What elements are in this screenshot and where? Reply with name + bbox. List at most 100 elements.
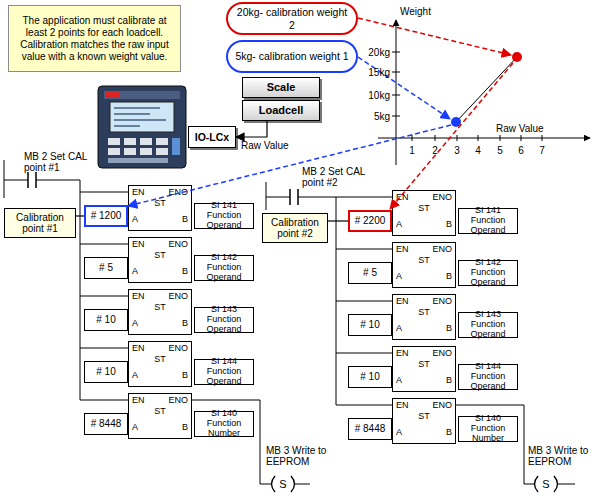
pin-label: A xyxy=(132,423,138,432)
node-text: SI 144 Function Operand xyxy=(197,357,251,387)
destination-box: SI 141 Function Operand xyxy=(194,203,254,229)
plc-key xyxy=(124,148,136,155)
pin-label: ST xyxy=(129,303,191,312)
pin-label: A xyxy=(396,428,402,437)
tick-label: 2 xyxy=(425,145,445,156)
leader-arrow xyxy=(128,125,451,206)
power-rail xyxy=(4,160,5,198)
pin-label: B xyxy=(182,215,188,224)
x-ticks xyxy=(412,135,542,141)
pin-label: A xyxy=(132,267,138,276)
ladder-wire xyxy=(294,484,310,485)
device-box: Loadcell xyxy=(242,100,320,121)
node-text: # 5 xyxy=(363,267,377,279)
destination-box: SI 143 Function Operand xyxy=(458,312,518,338)
pin-label: EN xyxy=(132,344,145,353)
plc-key xyxy=(108,158,168,163)
pin-label: ENO xyxy=(168,292,188,301)
pin-label: EN xyxy=(132,396,145,405)
node-text: SI 143 Function Operand xyxy=(461,310,515,340)
destination-box: SI 140 Function Number xyxy=(458,416,518,442)
power-rail xyxy=(266,182,267,210)
axis-title: Raw Value xyxy=(496,123,556,134)
node-text: SI 144 Function Operand xyxy=(461,362,515,392)
node-text: Scale xyxy=(267,81,296,94)
operand-box: # 10 xyxy=(348,366,392,388)
function-block: ENENOSTAB xyxy=(392,346,456,392)
node-text: SI 141 Function Operand xyxy=(197,201,251,231)
destination-box: SI 142 Function Operand xyxy=(458,260,518,286)
contact-label: MB 2 Set CAL point #2 xyxy=(302,166,374,188)
x-axis xyxy=(378,138,590,139)
node-text: The application must calibrate at least … xyxy=(14,15,175,63)
node-text: IO-LCx xyxy=(195,131,229,143)
tick-label: 4 xyxy=(468,145,488,156)
tick-label: 5kg xyxy=(350,111,390,122)
coil-type: S xyxy=(536,478,556,490)
pin-label: B xyxy=(446,220,452,229)
ladder-wire xyxy=(4,180,128,400)
operand-box: # 2200 xyxy=(348,210,392,232)
axis-title: Weight xyxy=(400,6,450,17)
pin-label: B xyxy=(182,267,188,276)
node-text: 20kg- calibration weight 2 xyxy=(234,6,350,30)
tick-label: 7 xyxy=(532,145,552,156)
tick-label: 10kg xyxy=(350,90,390,101)
callout-box: Calibration point #1 xyxy=(4,208,76,238)
pin-label: ENO xyxy=(168,188,188,197)
leader-arrow xyxy=(358,57,450,119)
pin-label: EN xyxy=(396,401,409,410)
pin-label: ENO xyxy=(168,396,188,405)
pin-label: ENO xyxy=(432,245,452,254)
pin-label: B xyxy=(446,324,452,333)
connector xyxy=(236,121,267,137)
node-text: 5kg- calibration weight 1 xyxy=(235,50,348,62)
pin-label: ENO xyxy=(432,193,452,202)
pin-label: A xyxy=(132,319,138,328)
pin-label: ST xyxy=(393,308,455,317)
function-block: ENENOSTAB xyxy=(128,185,192,231)
pin-label: EN xyxy=(132,188,145,197)
pin-label: EN xyxy=(396,297,409,306)
pin-label: ST xyxy=(129,407,191,416)
tick-label: 5 xyxy=(490,145,510,156)
node-text: # 10 xyxy=(96,314,115,326)
pin-label: ST xyxy=(393,412,455,421)
coil-type: S xyxy=(273,478,293,490)
pin-label: ENO xyxy=(168,344,188,353)
edge-label: Raw Value xyxy=(241,140,289,151)
function-block: EN ENO ST A B xyxy=(392,398,456,444)
weight-oval: 20kg- calibration weight 2 xyxy=(226,2,358,35)
y-axis xyxy=(396,20,397,165)
device-box: Scale xyxy=(242,77,320,98)
node-text: SI 140 Function Number xyxy=(197,409,251,439)
plc-screen-lines xyxy=(114,108,166,126)
operand-box: # 8448 xyxy=(348,418,392,440)
pin-label: A xyxy=(396,324,402,333)
node-text: SI 142 Function Operand xyxy=(461,258,515,288)
pin-label: ENO xyxy=(168,240,188,249)
calibration-dot-1 xyxy=(451,117,461,127)
pin-label: ENO xyxy=(432,297,452,306)
pin-label: B xyxy=(446,428,452,437)
node-text: SI 142 Function Operand xyxy=(197,253,251,283)
function-block: ENENOSTAB xyxy=(128,289,192,335)
destination-box: SI 144 Function Operand xyxy=(458,364,518,390)
function-block: ENENOSTAB xyxy=(128,393,192,439)
node-text: Loadcell xyxy=(259,104,304,117)
plc-logo xyxy=(105,92,119,98)
ladder-wire xyxy=(557,484,575,485)
plc-key xyxy=(140,148,152,155)
operand-box: # 5 xyxy=(84,257,128,279)
pin-label: ST xyxy=(393,204,455,213)
pin-label: B xyxy=(446,376,452,385)
pin-label: ST xyxy=(129,251,191,260)
y-ticks xyxy=(392,52,400,116)
node-text: Calibration point #2 xyxy=(263,217,327,240)
pin-label: ENO xyxy=(432,401,452,410)
operand-box: # 10 xyxy=(84,361,128,383)
note-box: The application must calibrate at least … xyxy=(8,5,181,72)
calibration-line xyxy=(456,57,517,122)
operand-box: # 10 xyxy=(348,314,392,336)
contact-symbol xyxy=(290,189,298,205)
